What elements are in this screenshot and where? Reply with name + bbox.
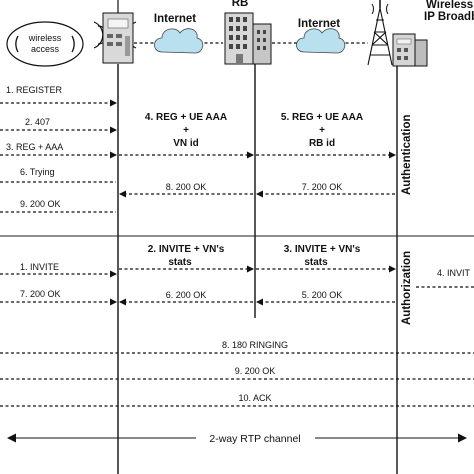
svg-text:1. INVITE: 1. INVITE <box>20 262 59 272</box>
svg-text:stats: stats <box>168 257 192 268</box>
internet-cloud-1: Internet <box>134 13 223 54</box>
svg-text:7. 200 OK: 7. 200 OK <box>20 289 61 299</box>
svg-text:5. 200 OK: 5. 200 OK <box>302 290 343 300</box>
svg-text:4. INVIT: 4. INVIT <box>437 268 471 278</box>
message-invite-4: 4. INVIT <box>416 268 474 288</box>
access-label-top: wireless <box>28 33 62 43</box>
isp-server-icon <box>392 33 428 67</box>
svg-text:2. INVITE + VN's: 2. INVITE + VN's <box>148 244 225 255</box>
wireless-access-bubble: wireless access <box>6 21 84 67</box>
svg-text:+: + <box>183 125 189 136</box>
internet-label-2: Internet <box>298 18 340 30</box>
svg-text:8. 180 RINGING: 8. 180 RINGING <box>222 340 288 350</box>
message-200-ok-5: 5. 200 OK <box>256 290 395 306</box>
svg-text:10. ACK: 10. ACK <box>238 393 271 403</box>
authorization-phase-label: Authorization <box>401 251 413 325</box>
message-invite-vn-stats-3: 3. INVITE + VN's stats <box>256 244 396 273</box>
svg-text:3. REG + AAA: 3. REG + AAA <box>6 142 63 152</box>
svg-text:VN id: VN id <box>173 138 199 149</box>
rb-building-icon: RB <box>224 0 272 65</box>
svg-text:2-way RTP channel: 2-way RTP channel <box>209 433 300 445</box>
svg-text:stats: stats <box>304 257 328 268</box>
message-200-ok-9: 9. 200 OK <box>0 199 116 213</box>
svg-text:3. INVITE + VN's: 3. INVITE + VN's <box>284 244 361 255</box>
authentication-phase-label: Authentication <box>401 115 413 196</box>
message-invite-vn-stats-2: 2. INVITE + VN's stats <box>119 244 254 273</box>
svg-text:RB id: RB id <box>309 138 335 149</box>
message-200-ok-7: 7. 200 OK <box>256 182 395 198</box>
internet-label-1: Internet <box>154 13 196 25</box>
svg-text:6. 200 OK: 6. 200 OK <box>166 290 207 300</box>
cell-tower-icon <box>367 0 393 66</box>
rb-label: RB <box>232 0 249 9</box>
access-label-bottom: access <box>31 44 60 54</box>
message-407: 2. 407 <box>0 117 117 134</box>
svg-text:5. REG + UE AAA: 5. REG + UE AAA <box>281 112 363 123</box>
message-200-ok-7b: 7. 200 OK <box>0 289 117 306</box>
svg-text:8. 200 OK: 8. 200 OK <box>166 182 207 192</box>
message-reg-aaa: 3. REG + AAA <box>0 142 117 159</box>
rtp-channel: 2-way RTP channel <box>7 433 467 445</box>
isp-label-bottom: IP Broadb <box>424 11 474 23</box>
message-200-ok-final: 9. 200 OK <box>0 366 474 380</box>
message-180-ringing: 8. 180 RINGING <box>0 340 474 354</box>
svg-text:6. Trying: 6. Trying <box>20 167 55 177</box>
message-register: 1. REGISTER <box>0 85 117 107</box>
svg-text:9. 200 OK: 9. 200 OK <box>235 366 276 376</box>
message-ack: 10. ACK <box>0 393 474 407</box>
svg-text:4. REG + UE AAA: 4. REG + UE AAA <box>145 112 227 123</box>
message-invite: 1. INVITE <box>0 262 117 278</box>
message-reg-ue-aaa-vn: 4. REG + UE AAA + VN id <box>119 112 254 159</box>
message-200-ok-6: 6. 200 OK <box>119 290 253 306</box>
message-reg-ue-aaa-rb: 5. REG + UE AAA + RB id <box>256 112 396 159</box>
isp-label-top: Wireless <box>426 0 473 11</box>
svg-text:+: + <box>319 125 325 136</box>
svg-text:1. REGISTER: 1. REGISTER <box>6 85 63 95</box>
svg-text:9. 200 OK: 9. 200 OK <box>20 199 61 209</box>
svg-text:2. 407: 2. 407 <box>25 117 50 127</box>
router-icon <box>93 0 137 64</box>
message-200-ok-8: 8. 200 OK <box>119 182 253 198</box>
svg-text:7. 200 OK: 7. 200 OK <box>302 182 343 192</box>
message-trying: 6. Trying <box>0 167 116 183</box>
internet-cloud-2: Internet <box>272 18 368 54</box>
